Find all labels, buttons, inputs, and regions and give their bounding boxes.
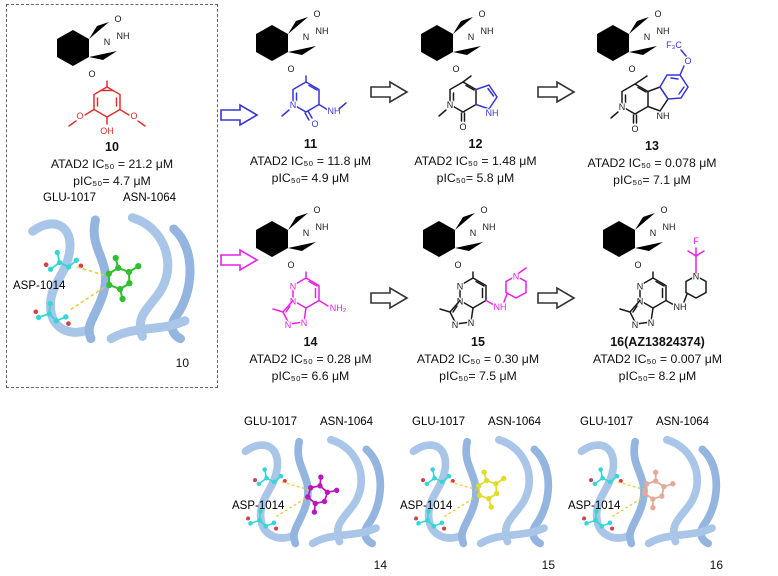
compound-card-13: N O NH O F₃C 13 ATAD2 IC₅₀ = 0.078 μM pI… xyxy=(572,6,732,187)
compound-card-15: NH 15 ATAD2 IC₅₀ = 0.30 μM pIC₅₀= 7.5 μM xyxy=(398,202,558,383)
atom-label: F xyxy=(693,236,699,246)
atom-label: O xyxy=(684,56,691,66)
compound-pic50: pIC₅₀= 8.2 μM xyxy=(618,369,697,383)
compound-ic50: ATAD2 IC₅₀ = 0.007 μM xyxy=(592,352,723,366)
protein-structure-10 xyxy=(11,205,213,373)
compound-number: 14 xyxy=(303,335,318,349)
compound-card-14: NH₂ 14 ATAD2 IC₅₀ = 0.28 μM pIC₅₀= 6.6 μ… xyxy=(233,202,388,383)
compound-ic50: ATAD2 IC₅₀ = 0.28 μM xyxy=(249,352,372,366)
structure-13-drawing: N O NH O F₃C xyxy=(595,7,693,135)
panel-compound-number: 15 xyxy=(541,558,555,572)
atom-label: O xyxy=(130,111,137,121)
atom-label: NH xyxy=(494,302,507,312)
compound-ic50: ATAD2 IC₅₀ = 0.30 μM xyxy=(416,352,540,366)
atom-label: N xyxy=(619,102,626,112)
residue-label-asn: ASN-1064 xyxy=(320,416,374,428)
atom-label: OH xyxy=(100,126,114,136)
binding-panel-14: GLU-1017 ASN-1064 ASP-1014 14 xyxy=(232,416,397,574)
compound-pic50: pIC₅₀= 7.1 μM xyxy=(613,173,691,187)
compound-number: 15 xyxy=(471,335,485,349)
compound-number: 13 xyxy=(645,139,659,153)
structure-12-drawing: N O NH xyxy=(419,7,499,133)
residue-label-asp: ASP-1014 xyxy=(400,500,453,512)
protein-structure-15 xyxy=(400,430,565,570)
atom-label: N xyxy=(289,100,296,110)
atom-label: NH₂ xyxy=(329,303,346,313)
residue-label-asn: ASN-1064 xyxy=(123,192,177,204)
residue-label-glu: GLU-1017 xyxy=(580,416,634,428)
atom-label: O xyxy=(311,119,318,129)
protein-structure-14 xyxy=(232,430,397,570)
compound-pic50: pIC₅₀= 5.8 μM xyxy=(436,171,515,185)
atom-label: O xyxy=(631,124,638,134)
binding-panel-10: GLU-1017 ASN-1064 ASP-1014 10 xyxy=(11,192,213,374)
residue-label-glu: GLU-1017 xyxy=(43,192,97,204)
atom-label: NH xyxy=(485,108,498,118)
compound-ic50: ATAD2 IC₅₀ = 11.8 μM xyxy=(249,154,372,168)
residue-label-asn: ASN-1064 xyxy=(656,416,710,428)
compound-number: 10 xyxy=(105,140,119,154)
binding-panel-16: GLU-1017 ASN-1064 ASP-1014 16 xyxy=(568,416,733,574)
compound-ic50: ATAD2 IC₅₀ = 21.2 μM xyxy=(50,157,174,171)
compound-pic50: pIC₅₀= 6.6 μM xyxy=(271,369,350,383)
lead-compound-box: O O OH 10 ATAD2 IC₅₀ = 21.2 μM pIC₅₀= 4.… xyxy=(6,4,218,388)
panel-compound-number: 10 xyxy=(175,356,189,370)
atom-label: O xyxy=(76,111,83,121)
panel-compound-number: 16 xyxy=(709,558,723,572)
residue-label-asn: ASN-1064 xyxy=(488,416,542,428)
compound-ic50: ATAD2 IC₅₀ = 0.078 μM xyxy=(587,156,717,170)
compound-pic50: pIC₅₀= 7.5 μM xyxy=(439,369,517,383)
protein-structure-16 xyxy=(568,430,733,570)
residue-label-asp: ASP-1014 xyxy=(232,500,285,512)
binding-panel-15: GLU-1017 ASN-1064 ASP-1014 15 xyxy=(400,416,565,574)
residue-label-glu: GLU-1017 xyxy=(244,416,298,428)
atom-label: F₃C xyxy=(666,40,682,50)
structure-16-drawing: NH F xyxy=(601,203,707,332)
structure-15-drawing: NH xyxy=(421,203,528,332)
structure-10-drawing: O O OH xyxy=(55,12,146,137)
compound-ic50: ATAD2 IC₅₀ = 1.48 μM xyxy=(414,154,537,168)
atom-label: O xyxy=(459,122,466,132)
panel-compound-number: 14 xyxy=(373,558,387,572)
atom-label: NH xyxy=(327,106,340,116)
compound-number: 12 xyxy=(468,137,483,151)
structure-11-drawing: N O NH xyxy=(254,7,347,130)
structure-14-drawing: NH₂ xyxy=(254,203,348,332)
compound-card-11: N O NH 11 ATAD2 IC₅₀ = 11.8 μM pIC₅₀= 4.… xyxy=(233,6,388,185)
compound-number: 11 xyxy=(303,137,318,151)
compound-card-16: NH F 16(AZ13824374) ATAD2 IC₅₀ = 0.007 μ… xyxy=(570,202,745,383)
compound-card-12: N O NH 12 ATAD2 IC₅₀ = 1.48 μM pIC₅₀= 5.… xyxy=(398,6,553,185)
atom-label: N xyxy=(446,100,453,110)
compound-pic50: pIC₅₀= 4.9 μM xyxy=(271,171,350,185)
residue-label-asp: ASP-1014 xyxy=(13,280,66,292)
residue-label-glu: GLU-1017 xyxy=(412,416,466,428)
atom-label: NH xyxy=(657,111,670,121)
compound-pic50: pIC₅₀= 4.7 μM xyxy=(73,174,151,188)
residue-label-asp: ASP-1014 xyxy=(568,500,621,512)
compound-number: 16(AZ13824374) xyxy=(610,335,705,349)
atom-label: NH xyxy=(673,302,686,312)
